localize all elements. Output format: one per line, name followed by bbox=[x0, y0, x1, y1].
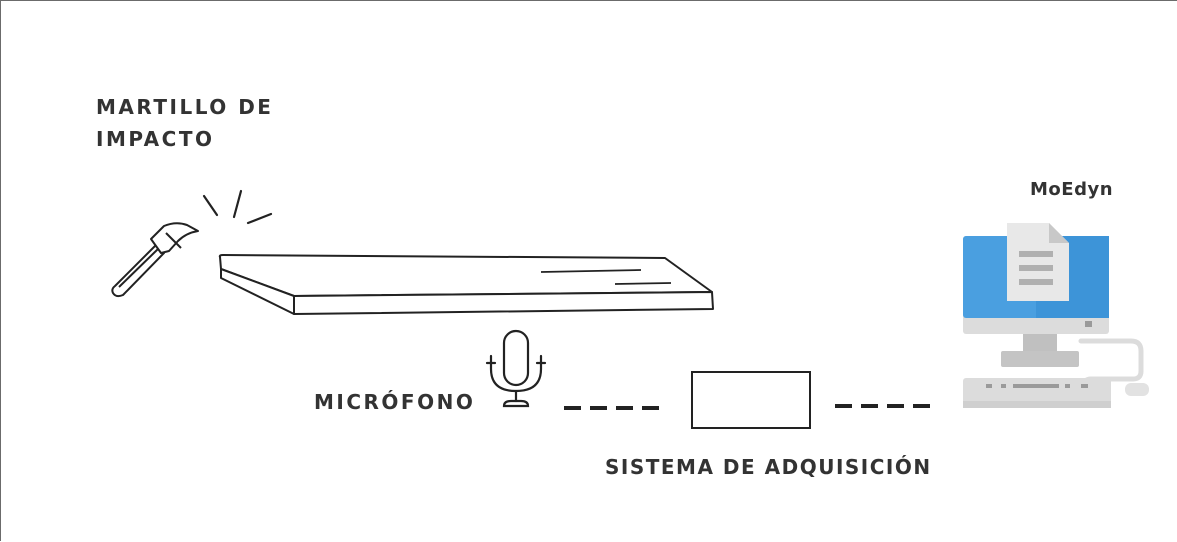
acquisition-label: SISTEMA DE ADQUISICIÓN bbox=[605, 455, 932, 479]
microphone-label: MICRÓFONO bbox=[314, 390, 476, 414]
hammer-label-line2: IMPACTO bbox=[96, 127, 215, 151]
hammer-label-line1: MARTILLO DE bbox=[96, 95, 274, 119]
software-label: MoEdyn bbox=[1030, 179, 1114, 200]
document-icon bbox=[1007, 223, 1069, 301]
microphone-icon bbox=[485, 329, 547, 408]
hammer-icon bbox=[111, 222, 199, 298]
impact-lines-icon bbox=[202, 189, 273, 225]
plate-specimen bbox=[218, 254, 714, 315]
acquisition-system-box bbox=[691, 371, 811, 429]
hammer-label: MARTILLO DE IMPACTO bbox=[96, 91, 273, 155]
